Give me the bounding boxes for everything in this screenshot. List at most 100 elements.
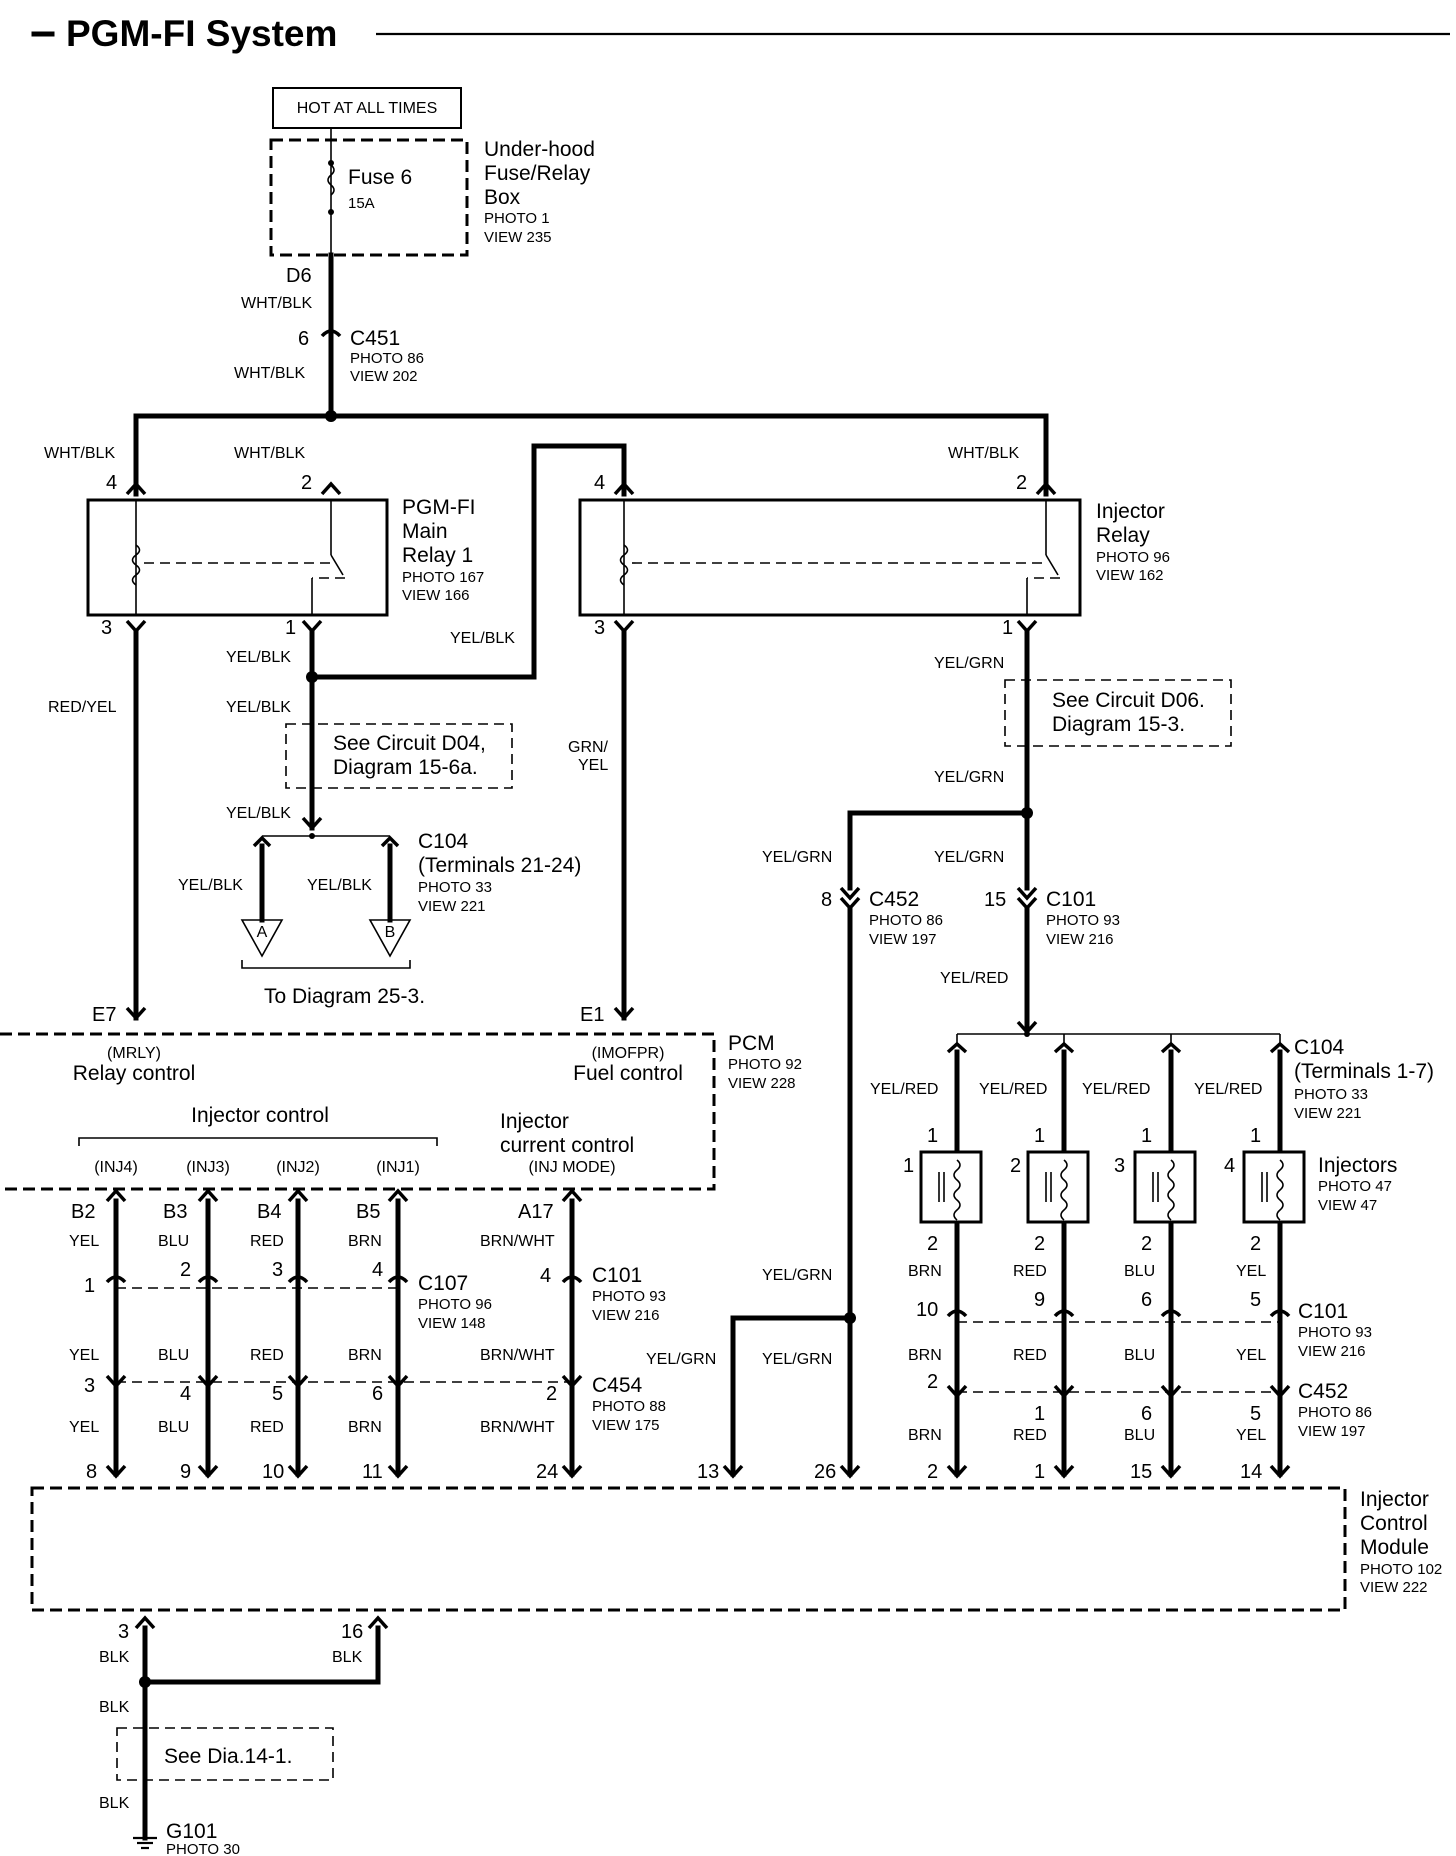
wire-color-yel-blk-2: YEL/BLK xyxy=(450,630,515,647)
wire-color-yel-blk-3: YEL/BLK xyxy=(226,699,291,716)
c452-view: VIEW 197 xyxy=(869,931,937,948)
injector-relay-label-1: Injector xyxy=(1096,500,1165,523)
icm-label-2: Control xyxy=(1360,1512,1428,1535)
pcm-pin-b3: B3 xyxy=(163,1201,187,1223)
triangle-a xyxy=(240,919,284,958)
c454-conn-4 xyxy=(197,1374,219,1389)
icm-view: VIEW 222 xyxy=(1360,1579,1428,1596)
pcm-icc-line1: Injector xyxy=(500,1110,569,1133)
note-dia14: See Dia.14-1. xyxy=(164,1745,292,1768)
pcm-pin-a17: A17 xyxy=(518,1201,554,1223)
wire-yel-blk-to-injector-relay xyxy=(309,443,627,680)
fuse-box-line3: Box xyxy=(484,186,521,209)
injector-relay-pin3: 3 xyxy=(594,617,605,639)
wire-color-wht-blk-5: WHT/BLK xyxy=(948,445,1019,462)
main-relay-pin4: 4 xyxy=(106,472,117,494)
c101-left-name: C101 xyxy=(592,1264,642,1287)
main-relay-view: VIEW 166 xyxy=(402,587,470,604)
c101-right-conn-3 xyxy=(1160,1309,1182,1318)
c454-name: C454 xyxy=(592,1374,643,1397)
c104-top-split-dot xyxy=(309,833,315,839)
c451-name: C451 xyxy=(350,327,400,350)
wire-color-wht-blk-3: WHT/BLK xyxy=(44,445,115,462)
pcm-inj3: (INJ3) xyxy=(186,1159,230,1176)
icm-pin-16: 16 xyxy=(341,1621,363,1643)
note-dia14-box xyxy=(116,1727,334,1781)
c107-conn-1 xyxy=(105,1275,127,1284)
triangle-b-label: B xyxy=(385,924,396,941)
c107-conn-3 xyxy=(287,1275,309,1284)
triangle-b xyxy=(368,919,412,958)
c107-pin-4: 4 xyxy=(372,1259,383,1281)
injector-column-1 xyxy=(919,1034,983,1477)
c101-right-view: VIEW 216 xyxy=(1298,1343,1366,1360)
wire-color-brn-wht-2: BRN/WHT xyxy=(480,1347,555,1364)
c452-right-conn-2 xyxy=(1053,1384,1075,1399)
injector-relay-pin4: 4 xyxy=(594,472,605,494)
wire-color-yel-r3: YEL xyxy=(1236,1427,1266,1444)
injector-column-4 xyxy=(1242,1034,1306,1477)
hot-at-all-times-label: HOT AT ALL TIMES xyxy=(297,100,438,117)
wire-color-yel-grn-6: YEL/GRN xyxy=(646,1351,716,1368)
wire-color-yel-blk-6: YEL/BLK xyxy=(307,877,372,894)
c104-bottom-view: VIEW 221 xyxy=(1294,1105,1362,1122)
c104-top-connector xyxy=(301,816,323,831)
c101-right-conn-4 xyxy=(1269,1309,1291,1318)
injector-relay-pin1: 1 xyxy=(1002,617,1013,639)
c107-conn-2 xyxy=(197,1275,219,1284)
pcm-fuel-control: Fuel control xyxy=(573,1062,683,1085)
fuse-terminal-bottom xyxy=(328,209,334,215)
injector-relay-pin2: 2 xyxy=(1016,472,1027,494)
wire-color-yel-blk-1: YEL/BLK xyxy=(226,649,291,666)
main-relay-pin2-connector xyxy=(320,481,342,496)
injector-3-pin-top: 1 xyxy=(1141,1125,1152,1147)
wire-color-yel-l2: YEL xyxy=(69,1347,99,1364)
c452-connector xyxy=(839,886,861,901)
wire-color-yel-red-2: YEL/RED xyxy=(870,1081,938,1098)
pcm-pin-b4: B4 xyxy=(257,1201,281,1223)
wire-color-yel-grn-7: YEL/GRN xyxy=(762,1351,832,1368)
pcm-pin-e1: E1 xyxy=(580,1004,604,1026)
wire-color-yel-blk-4: YEL/BLK xyxy=(226,805,291,822)
wire-color-blu-l2: BLU xyxy=(158,1347,189,1364)
wire-color-red-yel: RED/YEL xyxy=(48,699,117,716)
c452-right-photo: PHOTO 86 xyxy=(1298,1404,1372,1421)
wire-color-blu-r2: BLU xyxy=(1124,1347,1155,1364)
c104-top-view: VIEW 221 xyxy=(418,898,486,915)
wire-color-yel-r1: YEL xyxy=(1236,1263,1266,1280)
wire-color-yel-grn-4: YEL/GRN xyxy=(934,849,1004,866)
c104-bottom-bus-dot xyxy=(1024,1031,1030,1037)
icm-pin-26: 26 xyxy=(814,1461,836,1483)
wire-color-red-l3: RED xyxy=(250,1419,284,1436)
injector-4-pin-bottom: 2 xyxy=(1250,1233,1261,1255)
c101-right-conn-2 xyxy=(1053,1309,1075,1318)
wire-color-red-l1: RED xyxy=(250,1233,284,1250)
wire-color-blu-r3: BLU xyxy=(1124,1427,1155,1444)
c454-pin-2: 2 xyxy=(546,1383,557,1405)
injector-relay-label-2: Relay xyxy=(1096,524,1150,547)
icm-pin-13: 13 xyxy=(697,1461,719,1483)
injector-1-number: 1 xyxy=(903,1155,914,1177)
wire-color-brn-wht-3: BRN/WHT xyxy=(480,1419,555,1436)
fuse-box-view: VIEW 235 xyxy=(484,229,552,246)
wire-color-red-r2: RED xyxy=(1013,1347,1047,1364)
wire-color-red-r1: RED xyxy=(1013,1263,1047,1280)
injector-relay-contact xyxy=(1045,554,1059,576)
c101-top-pin: 15 xyxy=(984,889,1006,911)
wire-color-yel-blk-5: YEL/BLK xyxy=(178,877,243,894)
icm-pin-24: 24 xyxy=(536,1461,558,1483)
c454-pin-6: 6 xyxy=(372,1383,383,1405)
to-diagram-bracket xyxy=(241,960,411,969)
triangle-a-label: A xyxy=(257,924,268,941)
wire-color-brn-r1: BRN xyxy=(908,1263,942,1280)
wire-color-yel-red-4: YEL/RED xyxy=(1082,1081,1150,1098)
wire-color-yel-1: YEL xyxy=(578,757,608,774)
fuse-pin-d6: D6 xyxy=(286,265,312,287)
c101-top-view: VIEW 216 xyxy=(1046,931,1114,948)
c452-right-conn-1 xyxy=(946,1384,968,1399)
c101-right-conn-1 xyxy=(946,1309,968,1318)
note-d04-line1: See Circuit D04, xyxy=(333,732,486,755)
injector-3-number: 3 xyxy=(1114,1155,1125,1177)
icm-pin-3: 3 xyxy=(118,1621,129,1643)
